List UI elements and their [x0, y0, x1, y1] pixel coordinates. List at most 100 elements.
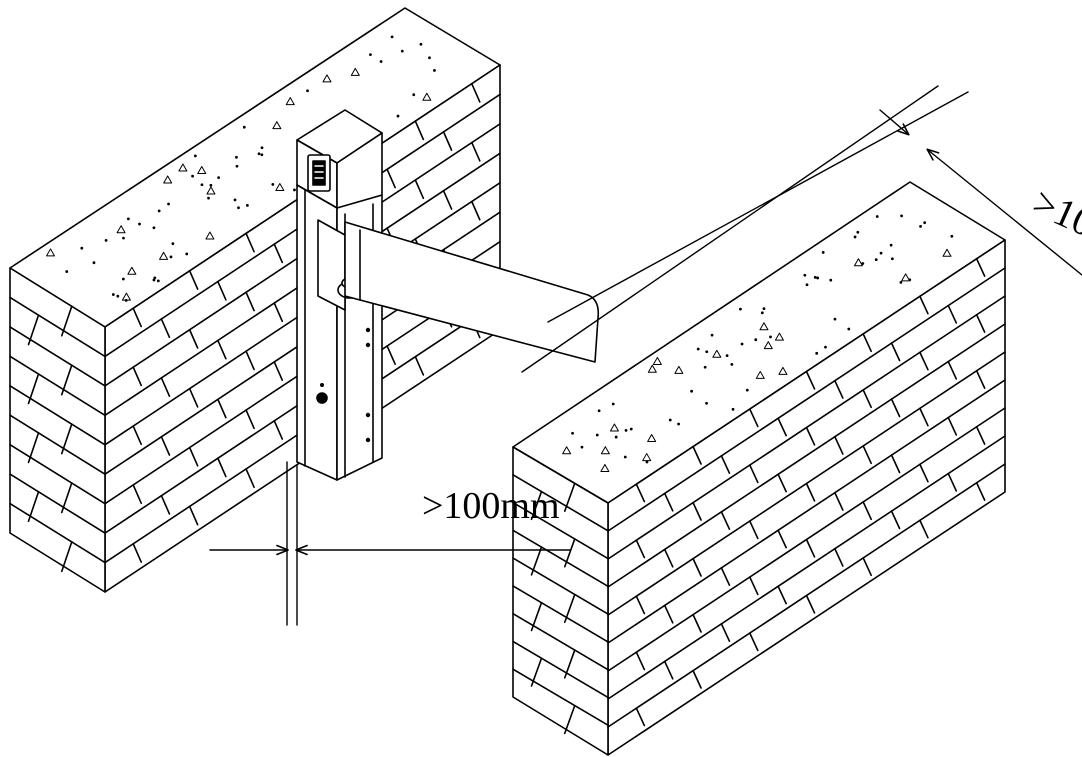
aggregate-mark — [647, 434, 657, 443]
aggregate-dot — [908, 278, 912, 282]
brick-joint-line — [530, 657, 543, 687]
brick-joint-line — [414, 179, 425, 200]
brick-joint-line — [470, 200, 481, 221]
brick-joint-line — [442, 131, 453, 151]
aggregate-dot — [760, 311, 764, 315]
brick-joint-line — [748, 576, 759, 596]
aggregate-mark — [127, 266, 137, 275]
brick-joint-line — [217, 280, 227, 301]
aggregate-mark — [759, 322, 769, 331]
brick-joint-line — [273, 302, 284, 323]
aggregate-dot — [153, 276, 157, 280]
aggregate-dot — [412, 93, 416, 97]
aggregate-mark — [285, 97, 295, 106]
brick-joint-line — [386, 168, 396, 189]
brick-joint-line — [414, 355, 425, 376]
brick-joint-line — [890, 454, 901, 474]
aggregate-dot — [580, 445, 584, 449]
aggregate-dot — [824, 345, 827, 349]
aggregate-dot — [65, 270, 69, 273]
aggregate-dot — [207, 196, 210, 200]
brick-joint-line — [188, 270, 199, 290]
aggregate-mark — [778, 366, 788, 375]
aggregate-dot — [217, 176, 221, 180]
aggregate-dot — [571, 431, 574, 435]
brick-joint-line — [975, 257, 986, 277]
aggregate-dot — [209, 183, 213, 187]
aggregate-dot — [293, 188, 296, 192]
aggregate-mark — [647, 364, 657, 373]
aggregate-dot — [923, 221, 927, 225]
aggregate-mark — [275, 183, 285, 192]
brick-joint-line — [530, 546, 543, 576]
aggregate-mark — [600, 446, 610, 455]
aggregate-dot — [624, 428, 628, 432]
brick-joint-line — [805, 482, 816, 502]
brick-course-line — [512, 640, 609, 699]
aggregate-dot — [950, 234, 954, 238]
brick-joint-line — [890, 398, 901, 418]
aggregate-dot — [754, 338, 758, 342]
brick-joint-line — [132, 484, 143, 505]
brick-joint-line — [132, 425, 143, 446]
brick-joint-line — [862, 333, 873, 353]
brick-course-line — [9, 443, 106, 505]
aggregate-dot — [611, 402, 615, 406]
aggregate-mark — [674, 365, 684, 374]
brick-joint-line — [890, 342, 901, 362]
aggregate-mark — [600, 463, 610, 472]
aggregate-mark — [205, 231, 215, 240]
aggregate-dot — [762, 307, 766, 311]
brick-joint-line — [217, 339, 227, 360]
brick-joint-line — [692, 501, 702, 521]
brick-joint-line — [947, 360, 958, 380]
brick-joint-line — [862, 445, 873, 465]
front-clearance-dimension: >100mm — [209, 461, 571, 626]
brick-joint-line — [635, 595, 646, 615]
brick-joint-line — [160, 435, 171, 456]
aggregate-dot — [769, 335, 772, 339]
brick-course-line — [512, 501, 609, 560]
aggregate-dot — [237, 206, 240, 210]
aggregate-dot — [597, 409, 601, 413]
brick-joint-line — [805, 370, 816, 390]
aggregate-dot — [815, 351, 819, 355]
aggregate-dot — [379, 60, 383, 63]
brick-joint-line — [470, 82, 481, 103]
brick-joint-line — [245, 232, 255, 253]
brick-joint-line — [919, 407, 929, 427]
brick-joint-line — [217, 398, 227, 419]
aggregate-dot — [668, 418, 672, 422]
aggregate-mark — [116, 225, 126, 234]
brick-joint-line — [692, 557, 702, 577]
aggregate-dot — [193, 154, 197, 158]
aggregate-dot — [677, 422, 680, 426]
aggregate-dot — [829, 278, 833, 282]
brick-joint-line — [947, 416, 958, 436]
aggregate-dot — [629, 427, 633, 431]
brick-joint-line — [188, 328, 199, 349]
aggregate-dot — [705, 350, 709, 354]
aggregate-dot — [116, 294, 120, 298]
aggregate-mark — [163, 175, 173, 184]
brick-course-line — [512, 529, 609, 588]
brick-joint-line — [132, 543, 143, 563]
aggregate-dot — [805, 283, 809, 287]
aggregate-dot — [369, 53, 372, 57]
brick-joint-line — [834, 547, 844, 567]
aggregate-dot — [710, 333, 714, 337]
brick-joint-line — [563, 482, 576, 512]
aggregate-dot — [306, 89, 309, 93]
aggregate-dot — [171, 242, 175, 246]
brick-joint-line — [919, 295, 929, 315]
brick-joint-line — [692, 613, 702, 633]
brick-joint-line — [132, 366, 143, 387]
aggregate-mark — [942, 248, 952, 257]
brick-joint-line — [805, 538, 816, 558]
brick-joint-line — [217, 457, 227, 478]
brick-joint-line — [470, 141, 481, 162]
brick-joint-line — [530, 490, 543, 521]
brick-joint-line — [805, 426, 816, 446]
